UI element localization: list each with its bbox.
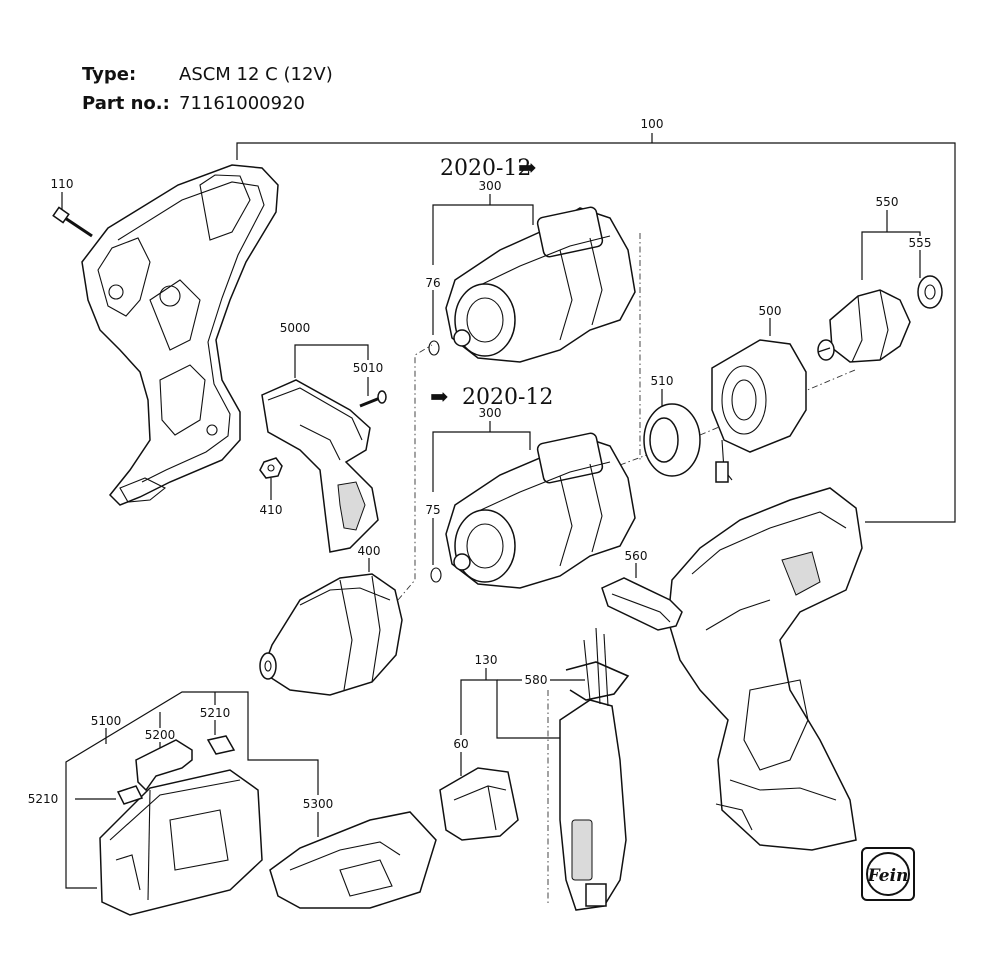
version-note-bottom-text: 2020-12: [462, 385, 553, 410]
callout-60: 60: [453, 737, 468, 751]
leader-lines: [61, 133, 956, 889]
callout-5210-left: 5210: [28, 792, 59, 806]
gearbox-300-bottom: [430, 432, 636, 589]
case-handle-5200: [135, 739, 193, 792]
left-housing-shell: [81, 164, 279, 506]
callout-300-bottom: 300: [479, 406, 502, 420]
callout-5200: 5200: [145, 728, 176, 742]
electronics-130: [559, 627, 627, 911]
version-note-until: ➡ 2020-12: [430, 385, 553, 410]
gearbox-300-top: [428, 206, 636, 363]
cable-tie-580: [565, 661, 630, 701]
screw-5010: [359, 390, 387, 408]
callout-300-top: 300: [479, 179, 502, 193]
version-note-from: 2020-12 ➡: [440, 156, 536, 181]
stator-500: [711, 339, 807, 483]
logo-wordmark: Fein: [867, 866, 909, 886]
screw-110: [52, 206, 93, 238]
callout-510: 510: [651, 374, 674, 388]
battery-adapter-60: [439, 767, 519, 841]
right-housing-shell: [667, 487, 863, 851]
callout-580: 580: [525, 673, 548, 687]
callout-400: 400: [358, 544, 381, 558]
callout-5010: 5010: [353, 361, 384, 375]
callout-555: 555: [909, 236, 932, 250]
callout-5300: 5300: [303, 797, 334, 811]
callout-5210-top: 5210: [200, 706, 231, 720]
case-latch-5210-left: [116, 785, 144, 805]
type-label: Type:: [82, 64, 137, 85]
callout-550: 550: [876, 195, 899, 209]
callout-560: 560: [625, 549, 648, 563]
type-row: Type: ASCM 12 C (12V): [82, 60, 333, 89]
version-note-top-text: 2020-12: [440, 156, 531, 181]
carry-case-5100: [99, 769, 263, 916]
ring-510: [643, 403, 701, 477]
part-number-label: Part no.:: [82, 93, 170, 114]
switch-cover-560: [601, 577, 683, 631]
bearing-555: [917, 275, 943, 309]
callout-110: 110: [51, 177, 74, 191]
part-header: Type: ASCM 12 C (12V) Part no.: 71161000…: [82, 60, 333, 118]
type-value: ASCM 12 C (12V): [179, 64, 333, 85]
nut-410: [259, 457, 283, 479]
callout-75: 75: [425, 503, 440, 517]
arrow-right-icon: ➡: [518, 156, 536, 181]
callout-100: 100: [641, 117, 664, 131]
case-latch-5210-top: [206, 735, 236, 755]
part-number-row: Part no.: 71161000920: [82, 89, 333, 118]
callout-500: 500: [759, 304, 782, 318]
callout-76: 76: [425, 276, 440, 290]
callout-410: 410: [260, 503, 283, 517]
belt-clip-5000: [261, 379, 379, 553]
rotor-550: [817, 289, 911, 363]
callout-130: 130: [475, 653, 498, 667]
case-insert-5300: [269, 811, 437, 909]
chuck-400: [259, 573, 403, 696]
callout-5100: 5100: [91, 714, 122, 728]
fein-logo: Fein: [861, 847, 915, 901]
part-number-value: 71161000920: [179, 93, 305, 114]
callout-5000: 5000: [280, 321, 311, 335]
arrow-right-icon: ➡: [430, 385, 448, 410]
callout-labels: 100 110 300 300 76 75 5000 5010 410 400 …: [28, 117, 932, 811]
